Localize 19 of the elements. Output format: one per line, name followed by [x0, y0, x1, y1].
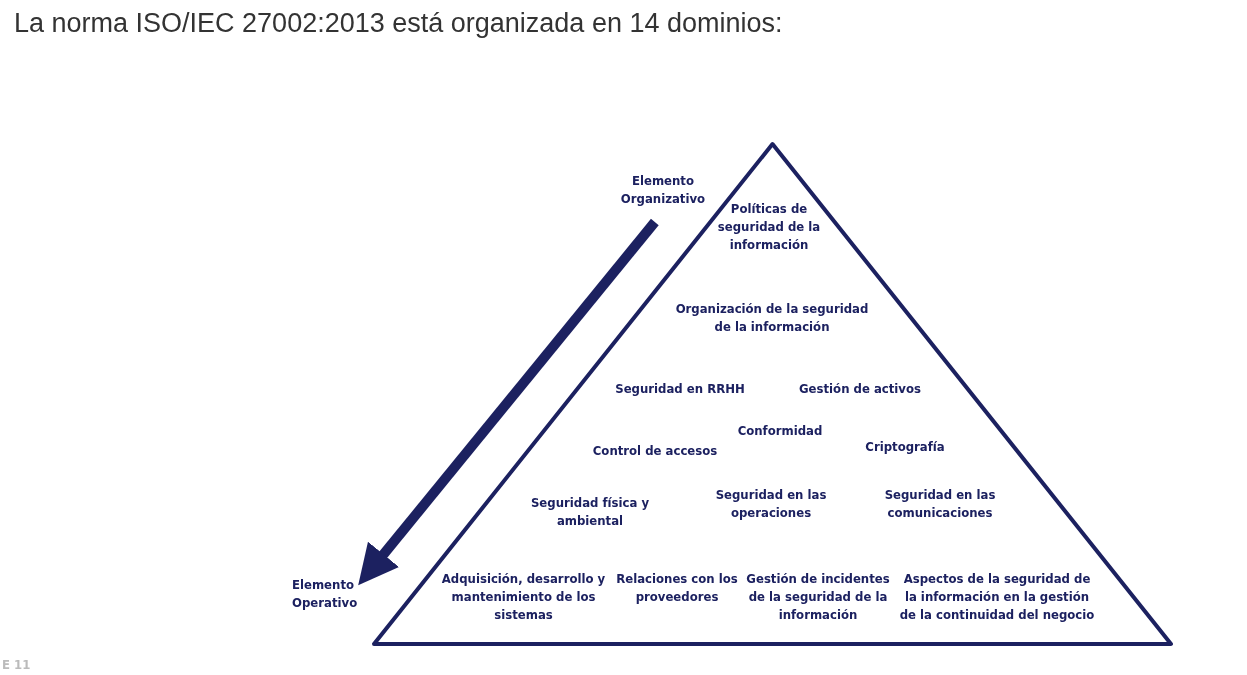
domain-label: Organización de la seguridad de la información	[674, 300, 870, 337]
domain-label: Adquisición, desarrollo y mantenimiento de los sistemas	[440, 570, 607, 625]
slide-title: La norma ISO/IEC 27002:2013 está organizada en 14 dominios:	[14, 8, 783, 39]
domain-label: Seguridad en las operaciones	[714, 486, 828, 523]
domain-label: Seguridad física y ambiental	[529, 494, 651, 531]
domain-label: Seguridad en RRHH	[614, 380, 746, 398]
domain-label: Criptografía	[864, 438, 946, 456]
domain-label: Políticas de seguridad de la información	[716, 200, 822, 255]
domain-label: Seguridad en las comunicaciones	[883, 486, 997, 523]
domain-label: Control de accesos	[591, 442, 719, 460]
domain-label: Conformidad	[736, 422, 824, 440]
domain-label: Gestión de incidentes de la seguridad de la información	[745, 570, 891, 625]
axis-label: Elemento Operativo	[292, 576, 374, 616]
axis-label: Elemento Organizativo	[612, 172, 714, 212]
domain-label: Gestión de activos	[798, 380, 922, 398]
slide-number: E 11	[2, 656, 32, 674]
domain-label: Aspectos de la seguridad de la información en la gestión de la continuidad del negocio	[898, 570, 1096, 625]
domain-label: Relaciones con los proveedores	[615, 570, 739, 607]
arrow	[358, 218, 659, 586]
